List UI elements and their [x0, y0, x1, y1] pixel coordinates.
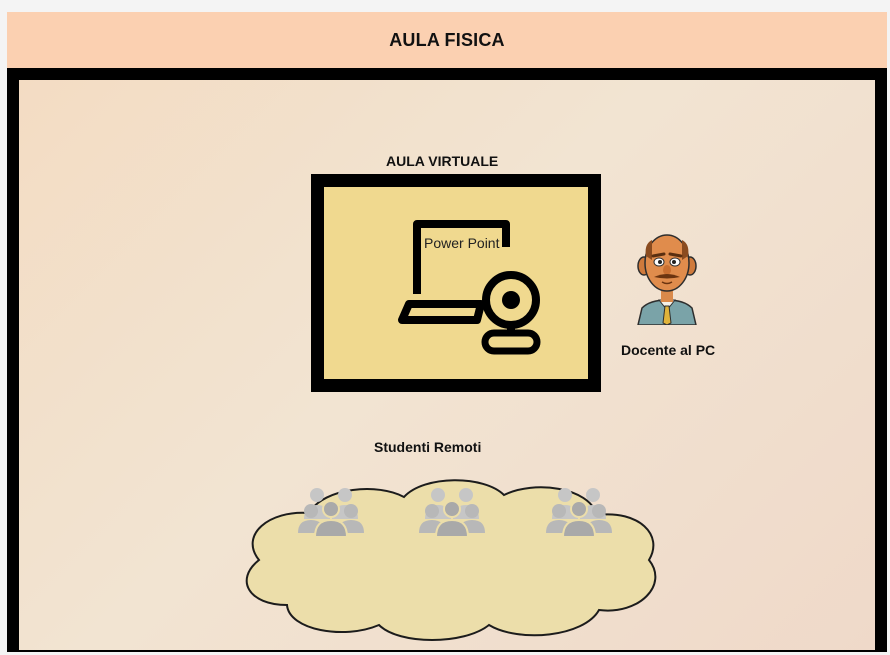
teacher-avatar-icon: [637, 234, 697, 325]
webcam-icon: [481, 271, 541, 355]
physical-classroom: AULA VIRTUALE Power Po: [7, 68, 887, 652]
virtual-classroom-screen: Power Point: [311, 174, 601, 392]
teacher-label: Docente al PC: [621, 342, 716, 358]
header-bar: AULA FISICA: [7, 12, 887, 68]
power-point-label: Power Point: [424, 235, 500, 251]
classroom-area: AULA VIRTUALE Power Po: [19, 80, 875, 650]
laptop-webcam-icon: [398, 220, 541, 355]
laptop-icon: [398, 220, 510, 324]
diagram-frame: AULA FISICA AULA VIRTUALE: [7, 12, 887, 652]
remote-students-title: Studenti Remoti: [374, 439, 482, 455]
remote-students-cloud: [245, 479, 657, 641]
virtual-classroom-title: AULA VIRTUALE: [386, 153, 499, 169]
header-title: AULA FISICA: [389, 29, 505, 50]
